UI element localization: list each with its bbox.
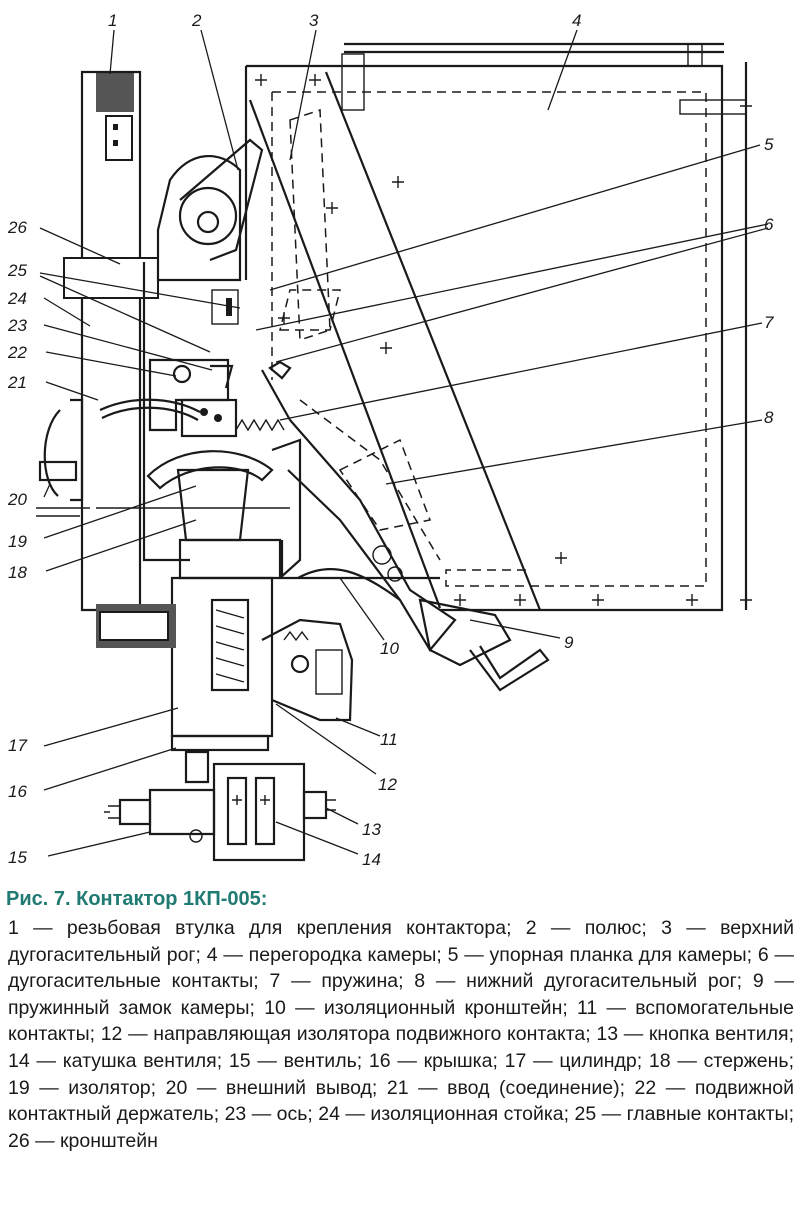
callout-4: 4 [572, 11, 581, 30]
caption-legend: 1 — резьбовая втулка для крепления конта… [8, 917, 794, 1152]
callout-2: 2 [191, 11, 202, 30]
lower-horn-and-lock [280, 419, 550, 692]
callout-12: 12 [378, 775, 397, 794]
callout-19: 19 [8, 532, 27, 551]
contactor-drawing: 1 2 3 4 5 6 7 8 9 10 11 12 13 14 15 16 1… [7, 11, 774, 869]
callout-7: 7 [764, 313, 774, 332]
callout-22: 22 [7, 343, 27, 362]
callout-13: 13 [362, 820, 381, 839]
callout-9: 9 [564, 633, 574, 652]
callout-24: 24 [7, 289, 27, 308]
callout-16: 16 [8, 782, 27, 801]
callout-18: 18 [8, 563, 27, 582]
insulator [96, 438, 302, 580]
callout-11: 11 [380, 730, 398, 749]
arc-chute [244, 42, 748, 612]
fastener-marks [255, 74, 752, 606]
callout-labels: 1 2 3 4 5 6 7 8 9 10 11 12 13 14 15 16 1… [7, 11, 774, 869]
cylinder-and-valve [96, 576, 354, 862]
callout-10: 10 [380, 639, 399, 658]
callout-1: 1 [108, 11, 117, 30]
figure-caption: Рис. 7. Контактор 1КП-005: 1 — резьбовая… [0, 888, 800, 1154]
callout-14: 14 [362, 850, 381, 869]
callout-3: 3 [309, 11, 319, 30]
callout-21: 21 [7, 373, 27, 392]
callout-8: 8 [764, 408, 774, 427]
callout-15: 15 [8, 848, 27, 867]
caption-title: Рис. 7. Контактор 1КП-005: [6, 888, 268, 910]
callout-17: 17 [8, 736, 27, 755]
callout-5: 5 [764, 135, 774, 154]
moving-contact-assembly [148, 358, 292, 438]
left-body [63, 70, 264, 612]
callout-6: 6 [764, 215, 774, 234]
callout-23: 23 [7, 316, 27, 335]
external-lead [36, 398, 201, 517]
leader-lines [39, 29, 769, 857]
contactor-svg: 1 2 3 4 5 6 7 8 9 10 11 12 13 14 15 16 1… [7, 11, 774, 869]
callout-26: 26 [7, 218, 27, 237]
callout-20: 20 [7, 490, 27, 509]
callout-25: 25 [7, 261, 27, 280]
